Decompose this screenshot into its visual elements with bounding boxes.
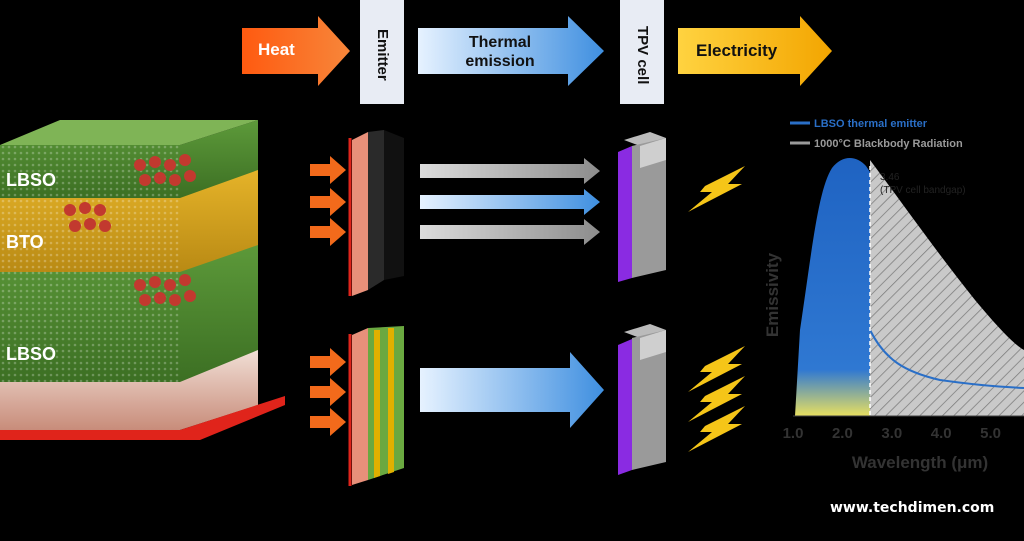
x-ticks: 1.02.03.04.05.06.0 bbox=[783, 425, 1001, 442]
layer-stack bbox=[0, 120, 285, 440]
emitter-plate-bottom bbox=[348, 326, 404, 486]
x-tick-label: 4.0 bbox=[931, 425, 952, 442]
layer-label-middle: BTO bbox=[6, 232, 44, 252]
emission-arrow-bottom bbox=[420, 352, 604, 428]
thermal-emission-label: Thermal emission bbox=[440, 33, 560, 71]
emission-arrows-top bbox=[420, 158, 600, 245]
x-tick-label: 2.0 bbox=[832, 425, 853, 442]
tpv-cell-label: TPV cell bbox=[634, 25, 651, 85]
y-axis-label: Emissivity bbox=[763, 252, 782, 337]
emitter-plate-top bbox=[348, 130, 404, 296]
bandgap-annotation-value: 3.46 bbox=[880, 172, 900, 183]
thermal-label-line2: emission bbox=[465, 53, 535, 70]
emitter-label-box bbox=[360, 0, 404, 104]
heat-arrow bbox=[242, 16, 350, 86]
watermark: www.techdimen.com bbox=[830, 500, 995, 516]
heat-label: Heat bbox=[258, 40, 295, 59]
tpv-cell-bottom bbox=[618, 324, 666, 475]
x-tick-label: 5.0 bbox=[980, 425, 1001, 442]
legend-label-blackbody: 1000°C Blackbody Radiation bbox=[814, 138, 963, 150]
lbso-emissivity-area bbox=[795, 157, 870, 416]
lbso-tail-line bbox=[869, 329, 1024, 389]
x-axis-label: Wavelength (μm) bbox=[852, 453, 988, 472]
x-tick-label: 1.0 bbox=[783, 425, 804, 442]
bolts bbox=[688, 166, 745, 452]
heat-arrows-bottom bbox=[310, 348, 346, 436]
heat-arrows-top bbox=[310, 156, 346, 246]
emitter-label: Emitter bbox=[374, 29, 391, 81]
bandgap-annotation-label: (TPV cell bandgap) bbox=[880, 185, 966, 196]
electricity-arrow bbox=[678, 16, 832, 86]
blackbody-hatched-area bbox=[870, 160, 1024, 416]
electricity-label: Electricity bbox=[696, 41, 778, 60]
x-tick-label: 3.0 bbox=[881, 425, 902, 442]
layer-label-top: LBSO bbox=[6, 170, 57, 190]
tpv-label-box bbox=[620, 0, 664, 104]
emissivity-chart: LBSO thermal emitter 1000°C Blackbody Ra… bbox=[763, 118, 1024, 472]
thermal-label-line1: Thermal bbox=[468, 34, 532, 51]
legend-label-lbso: LBSO thermal emitter bbox=[814, 118, 928, 130]
layer-label-bottom: LBSO bbox=[6, 344, 57, 364]
thermal-emission-arrow bbox=[418, 16, 604, 86]
tpv-cell-top bbox=[618, 132, 666, 282]
